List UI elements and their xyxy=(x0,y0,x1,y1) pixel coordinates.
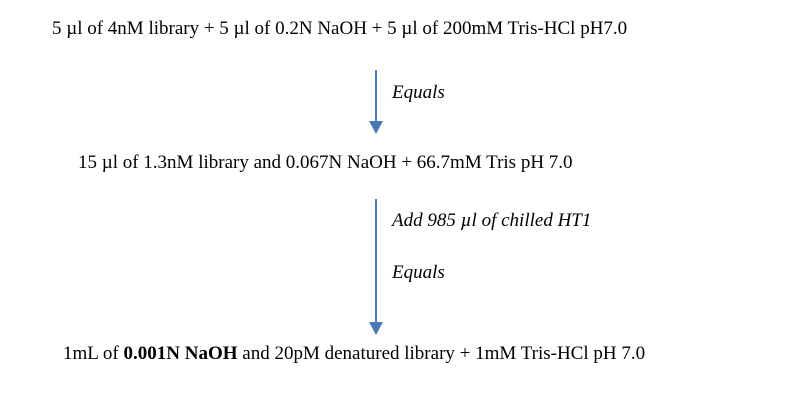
step-1-text: 5 µl of 4nM library + 5 µl of 0.2N NaOH … xyxy=(52,18,628,39)
step-3-prefix: 1mL of xyxy=(63,343,124,364)
arrow-1-head-icon xyxy=(369,121,383,134)
step-2-text: 15 µl of 1.3nM library and 0.067N NaOH +… xyxy=(78,152,573,173)
arrow-2-label-top: Add 985 µl of chilled HT1 xyxy=(392,210,592,231)
step-3-suffix: and 20pM denatured library + 1mM Tris-HC… xyxy=(237,343,646,364)
arrow-2-shaft xyxy=(375,199,377,323)
arrow-1-label: Equals xyxy=(392,82,445,103)
arrow-2-label-bottom: Equals xyxy=(392,262,445,283)
step-3-bold: 0.001N NaOH xyxy=(123,343,238,364)
step-3-text: 1mL of 0.001N NaOH and 20pM denatured li… xyxy=(63,343,645,365)
arrow-2-head-icon xyxy=(369,322,383,335)
arrow-1-shaft xyxy=(375,70,377,122)
